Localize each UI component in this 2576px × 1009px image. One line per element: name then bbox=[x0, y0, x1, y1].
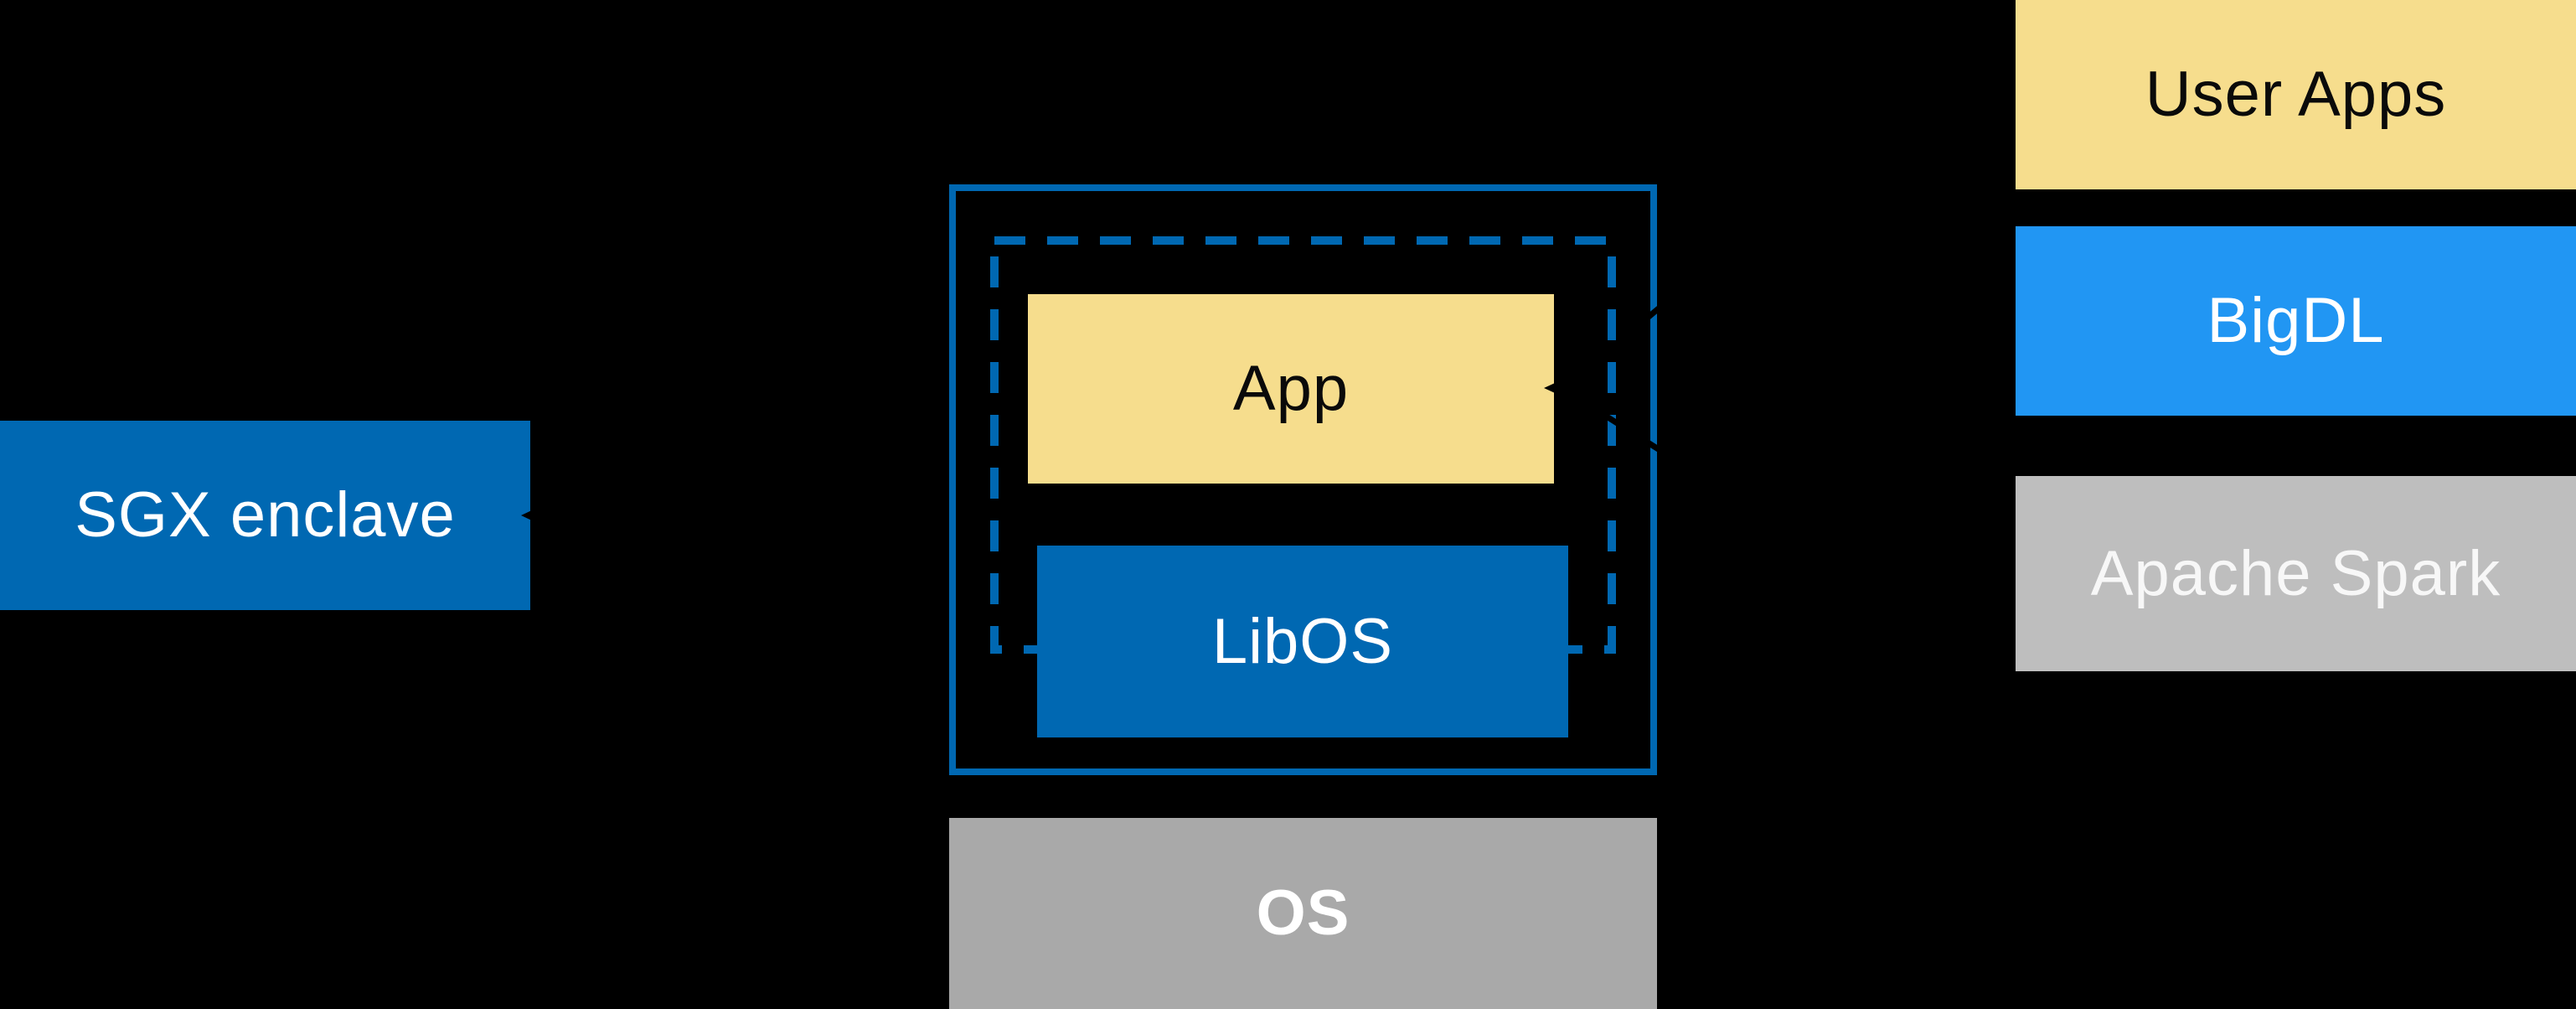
libos-label: LibOS bbox=[1211, 605, 1394, 677]
sgx-enclave-label-box: SGX enclave bbox=[0, 421, 530, 610]
user-apps-label: User Apps bbox=[2145, 59, 2447, 130]
bigdl-label: BigDL bbox=[2207, 285, 2385, 356]
os-box: OS bbox=[949, 818, 1657, 1009]
stack-bigdl-box: BigDL bbox=[2016, 226, 2576, 416]
app-label: App bbox=[1232, 353, 1350, 424]
stack-user-apps-box: User Apps bbox=[2016, 0, 2576, 189]
stack-apache-spark-box: Apache Spark bbox=[2016, 476, 2576, 671]
app-box: App bbox=[1028, 294, 1554, 484]
apache-spark-label: Apache Spark bbox=[2090, 537, 2501, 609]
os-label: OS bbox=[1256, 877, 1350, 949]
arrow-to-sgx-label-icon bbox=[521, 502, 938, 529]
sgx-enclave-label: SGX enclave bbox=[75, 479, 456, 551]
libos-box: LibOS bbox=[1037, 546, 1568, 737]
